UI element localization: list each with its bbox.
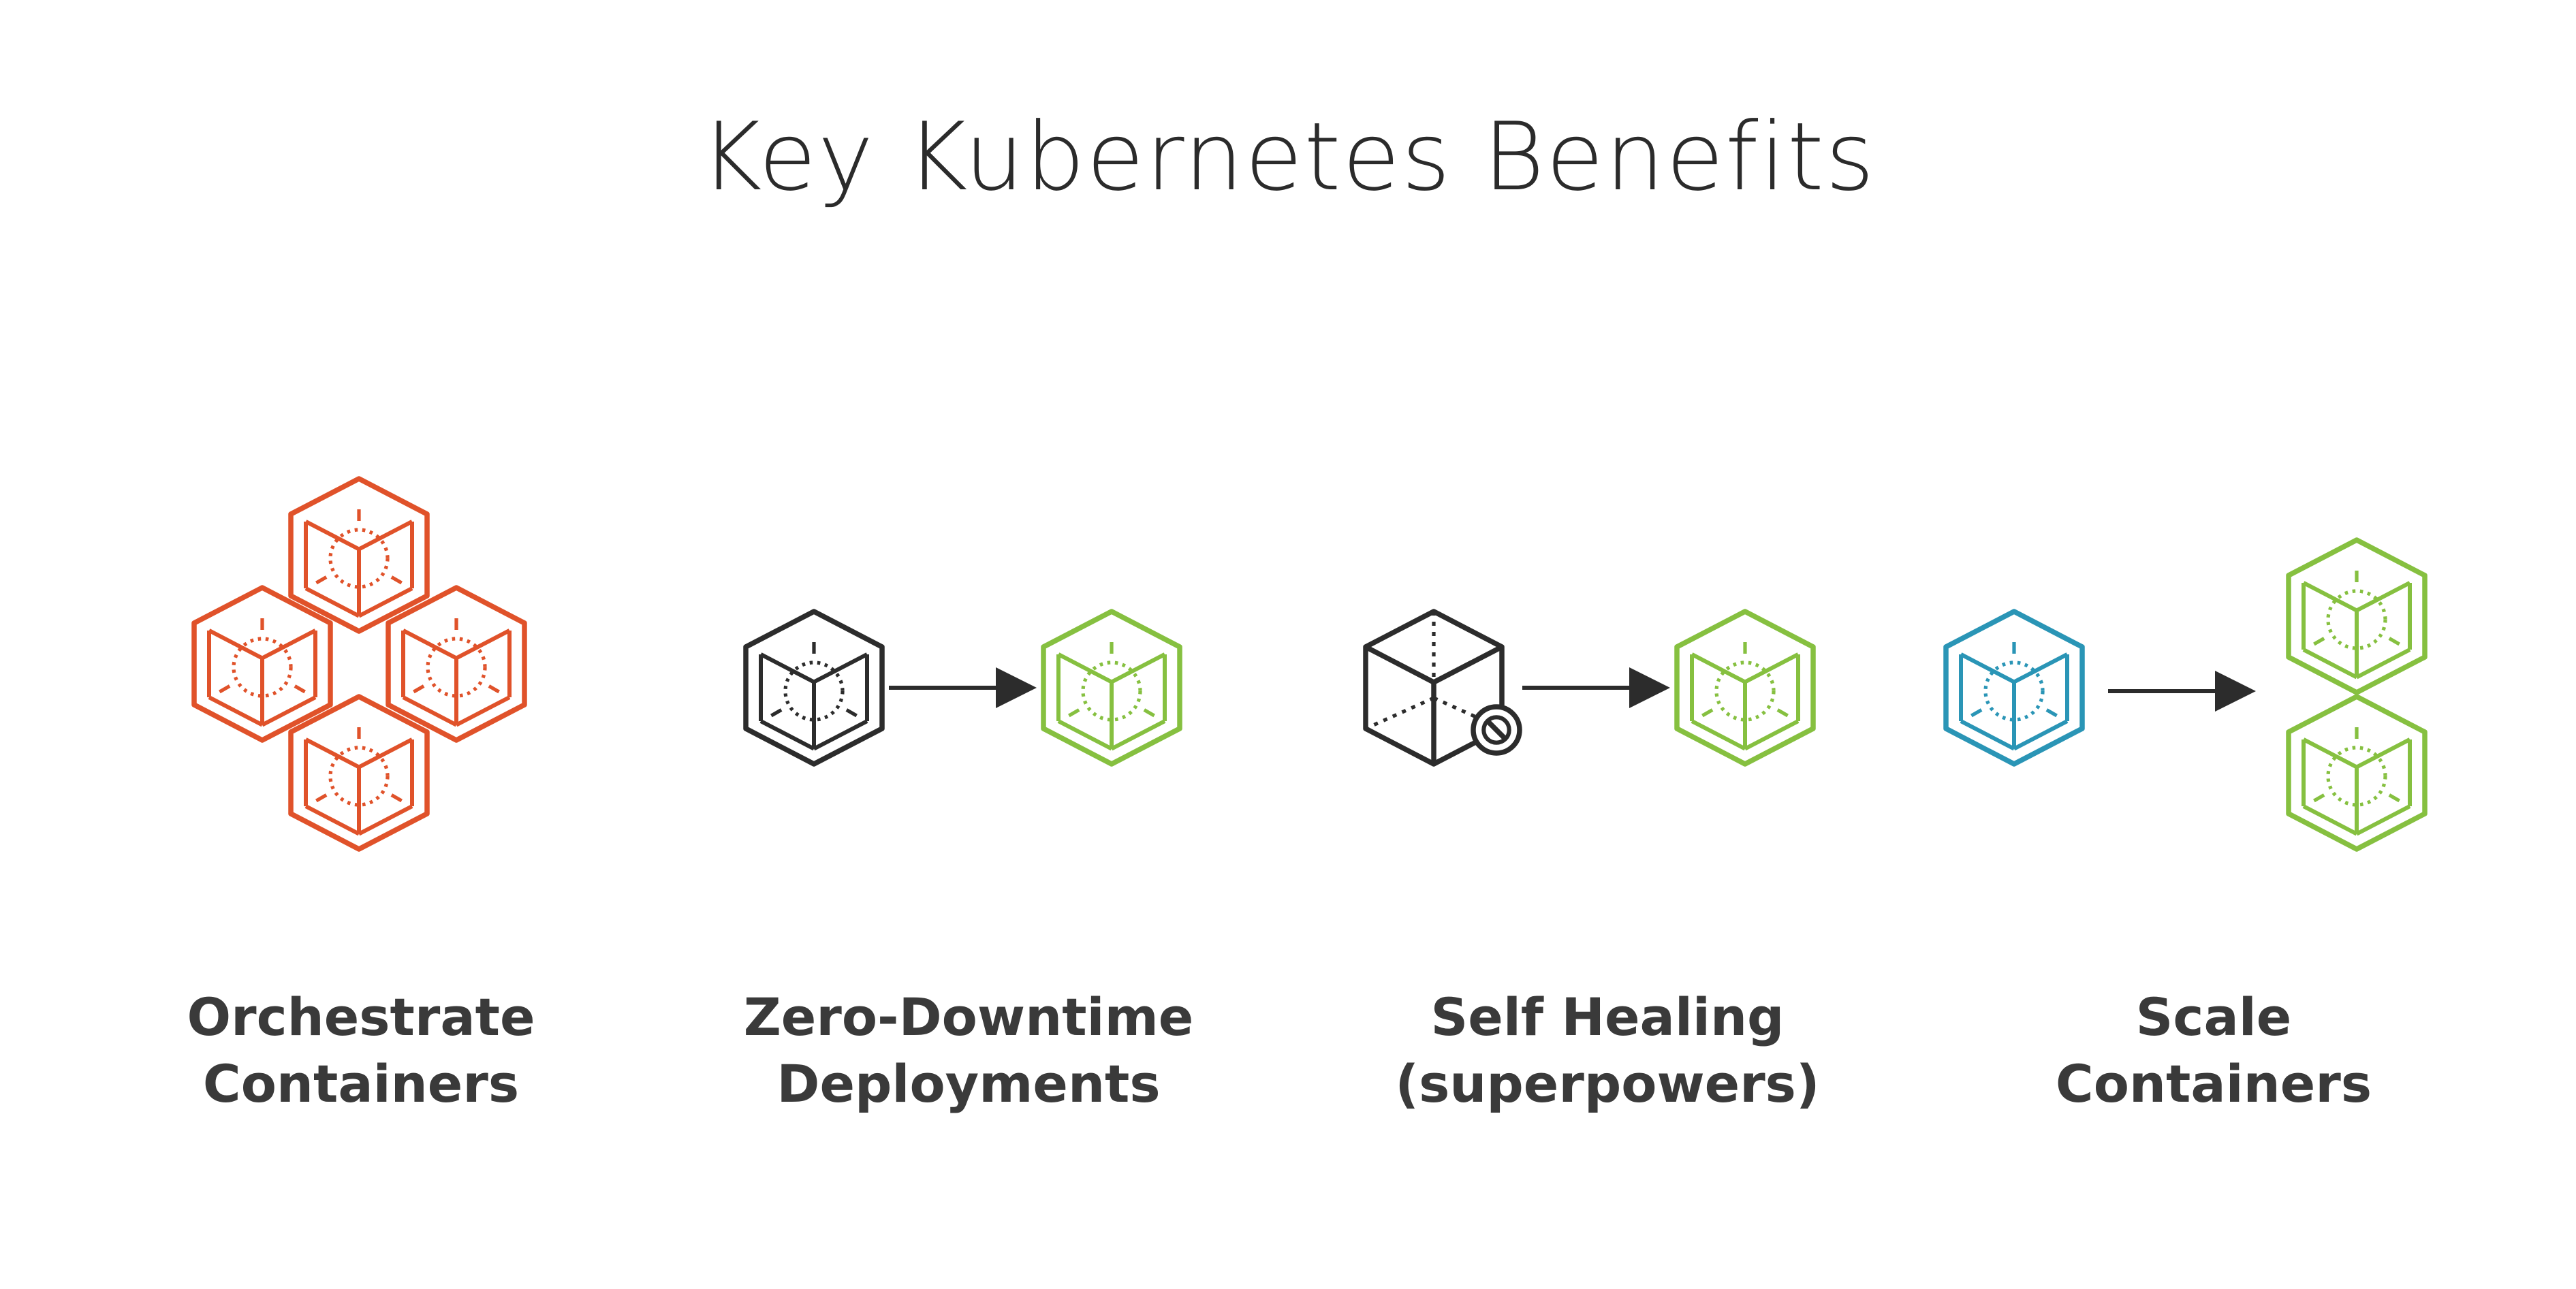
caption-line-1: Orchestrate bbox=[187, 987, 535, 1047]
benefit-orchestrate-caption: Orchestrate Containers bbox=[54, 984, 667, 1117]
slide-title: Key Kubernetes Benefits bbox=[700, 102, 1876, 212]
benefit-zero-downtime-caption: Zero-Downtime Deployments bbox=[662, 984, 1275, 1117]
container-icon bbox=[2286, 537, 2428, 695]
container-icon bbox=[1041, 609, 1182, 767]
no-entry-icon bbox=[1471, 704, 1522, 756]
caption-line-1: Zero-Downtime bbox=[743, 987, 1194, 1047]
caption-line-2: Containers bbox=[202, 1053, 520, 1114]
container-icon bbox=[288, 694, 430, 852]
container-icon bbox=[386, 585, 527, 743]
caption-line-2: Deployments bbox=[776, 1053, 1161, 1114]
caption-line-1: Scale bbox=[2135, 987, 2292, 1047]
container-icon bbox=[288, 476, 430, 634]
container-icon bbox=[743, 609, 885, 767]
container-icon bbox=[191, 585, 333, 743]
container-icon bbox=[2286, 694, 2428, 852]
container-icon bbox=[1674, 609, 1816, 767]
caption-line-1: Self Healing bbox=[1430, 987, 1785, 1047]
broken-container-icon bbox=[1363, 609, 1505, 767]
benefit-scale-caption: Scale Containers bbox=[1907, 984, 2520, 1117]
container-icon bbox=[1943, 609, 2085, 767]
benefit-self-healing-caption: Self Healing (superpowers) bbox=[1301, 984, 1914, 1117]
caption-line-2: (superpowers) bbox=[1395, 1053, 1820, 1114]
caption-line-2: Containers bbox=[2055, 1053, 2372, 1114]
